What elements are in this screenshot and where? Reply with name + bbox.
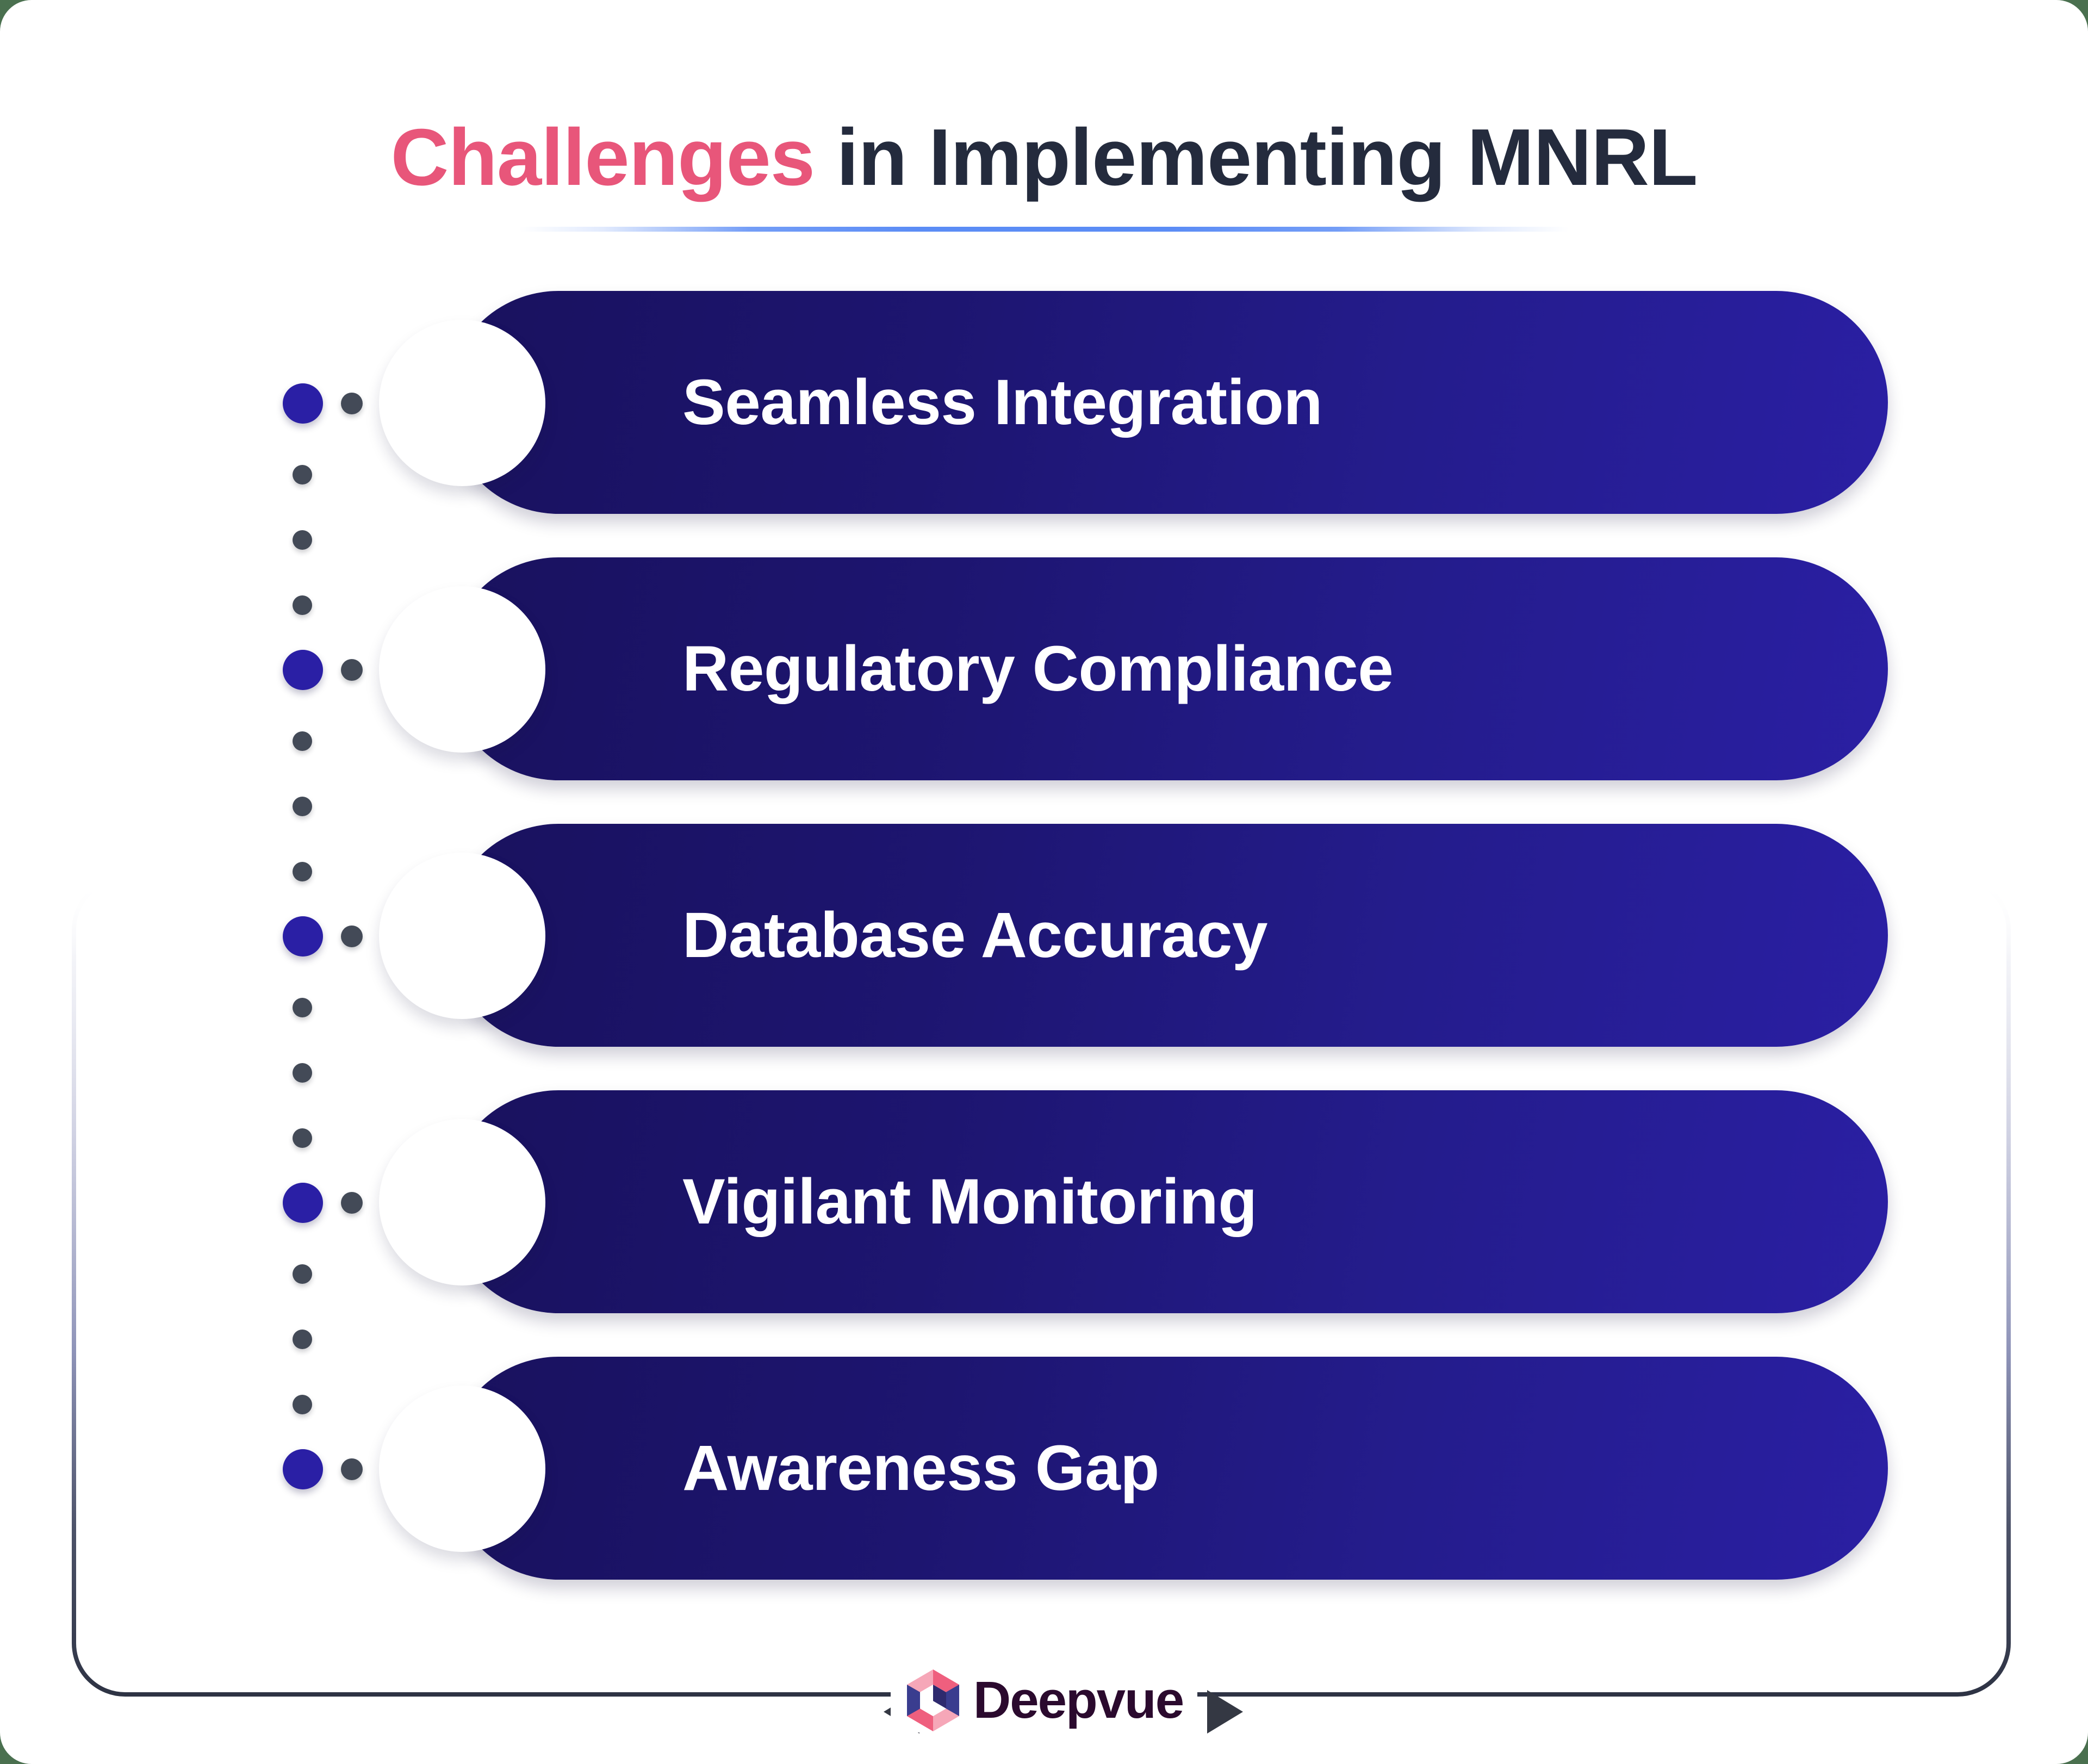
- timeline-connector-dot: [293, 1395, 312, 1414]
- challenge-label: Awareness Gap: [682, 1432, 1159, 1504]
- list-item[interactable]: Regulatory Compliance: [0, 557, 2088, 780]
- challenge-label: Seamless Integration: [682, 367, 1322, 438]
- timeline-connector-dot: [293, 1264, 312, 1284]
- page-title: Challenges in Implementing MNRL: [0, 115, 2088, 200]
- title-text: Challenges in Implementing MNRL: [0, 115, 2088, 200]
- timeline-marker-2: [283, 650, 323, 690]
- list-item[interactable]: Awareness Gap: [0, 1357, 2088, 1580]
- timeline-connector-dot: [293, 797, 312, 816]
- challenge-pill[interactable]: [447, 824, 1888, 1047]
- list-item[interactable]: Database Accuracy: [0, 824, 2088, 1047]
- list-item[interactable]: Vigilant Monitoring: [0, 1090, 2088, 1313]
- timeline-connector-dot: [293, 465, 312, 485]
- timeline-marker-dot-5: [341, 1458, 363, 1480]
- list-item[interactable]: Seamless Integration: [0, 291, 2088, 514]
- bullet-bubble: [379, 1386, 545, 1552]
- timeline-marker-1: [283, 383, 323, 424]
- brand-logo[interactable]: Deepvue: [890, 1668, 1198, 1732]
- bullet-bubble: [379, 853, 545, 1019]
- brand-name: Deepvue: [973, 1671, 1184, 1729]
- timeline-connector-dot: [293, 530, 312, 550]
- timeline-marker-5: [283, 1449, 323, 1489]
- timeline-marker-4: [283, 1183, 323, 1223]
- timeline-connector-dot: [293, 595, 312, 615]
- footer: Deepvue: [0, 1660, 2088, 1741]
- challenge-pill[interactable]: [447, 1357, 1888, 1580]
- challenge-label: Vigilant Monitoring: [682, 1166, 1257, 1238]
- hexagon-logo-icon: [906, 1669, 959, 1731]
- bullet-bubble: [379, 1119, 545, 1285]
- challenge-label: Regulatory Compliance: [682, 633, 1394, 705]
- timeline-marker-dot-4: [341, 1192, 363, 1214]
- title-divider: [519, 227, 1569, 232]
- challenge-pill[interactable]: [447, 291, 1888, 514]
- timeline-marker-dot-2: [341, 659, 363, 681]
- timeline-connector-dot: [293, 731, 312, 751]
- challenge-label: Database Accuracy: [682, 899, 1267, 971]
- bullet-bubble: [379, 320, 545, 486]
- title-rest: in Implementing MNRL: [815, 113, 1698, 202]
- title-accent: Challenges: [390, 113, 816, 202]
- timeline-connector-dot: [293, 1063, 312, 1083]
- arrow-right-icon: [1207, 1690, 1243, 1734]
- bullet-bubble: [379, 586, 545, 753]
- timeline-marker-3: [283, 916, 323, 956]
- timeline-connector-dot: [293, 862, 312, 881]
- timeline-connector-dot: [293, 1128, 312, 1148]
- timeline-connector-dot: [293, 998, 312, 1017]
- challenge-pill[interactable]: [447, 557, 1888, 780]
- timeline-marker-dot-1: [341, 393, 363, 414]
- timeline-marker-dot-3: [341, 926, 363, 947]
- timeline-connector-dot: [293, 1330, 312, 1349]
- challenge-pill[interactable]: [447, 1090, 1888, 1313]
